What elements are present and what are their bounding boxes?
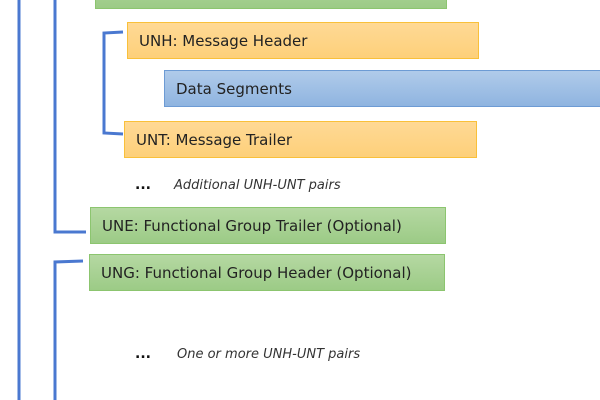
additional-pairs-note: Additional UNH-UNT pairs [174, 178, 341, 193]
top-segment-box [95, 0, 447, 9]
group-bracket-1 [53, 0, 86, 234]
ellipsis: ... [135, 346, 151, 362]
data-segments-box: Data Segments [164, 70, 600, 107]
ung-box: UNG: Functional Group Header (Optional) [89, 254, 445, 291]
group-bracket-2 [53, 259, 84, 400]
one-or-more-pairs-note: One or more UNH-UNT pairs [177, 347, 361, 362]
unt-box: UNT: Message Trailer [124, 121, 477, 158]
une-box: UNE: Functional Group Trailer (Optional) [90, 207, 446, 244]
unh-box: UNH: Message Header [127, 22, 479, 59]
ellipsis: ... [135, 177, 151, 193]
message-bracket [102, 30, 124, 136]
